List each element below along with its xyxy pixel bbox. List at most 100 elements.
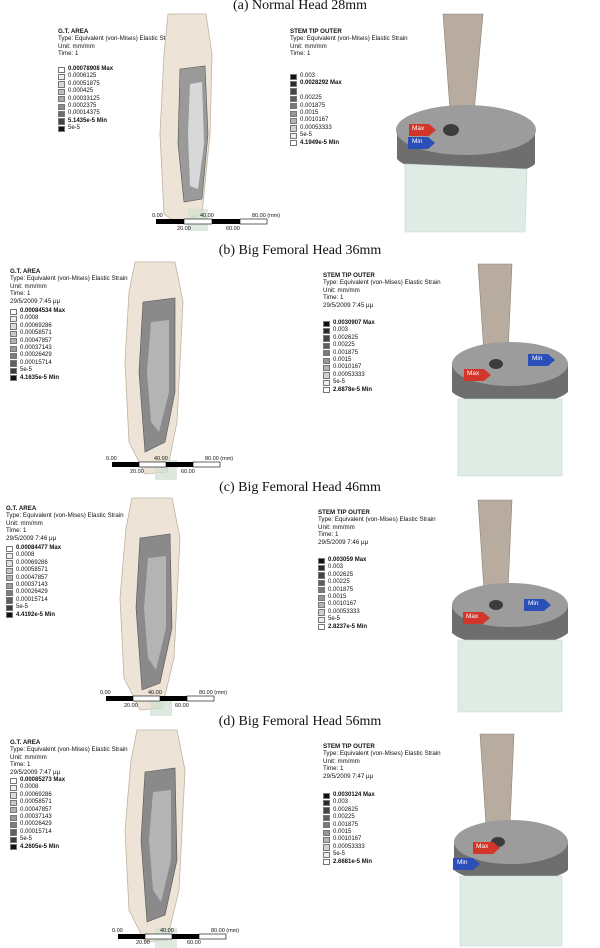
legend-row: 0.00015714 xyxy=(10,829,65,836)
legend-row: 0.00053333 xyxy=(323,372,375,379)
legend-swatch xyxy=(290,95,297,102)
legend-row: 0.0008 xyxy=(10,315,65,323)
gt-area-type: Type: Equivalent (von-Mises) Elastic Str… xyxy=(10,746,128,754)
legend-swatch xyxy=(323,372,330,379)
legend-value: 0.00037143 xyxy=(20,344,52,351)
legend-value: 0.000425 xyxy=(68,88,94,95)
gt-area-time: Time: 1 xyxy=(10,761,31,769)
legend-value: 0.001875 xyxy=(333,821,359,828)
legend-swatch xyxy=(290,132,297,139)
legend-value: 5.1435e-5 Min xyxy=(68,117,108,124)
stem-tip-time: Time: 1 xyxy=(318,531,339,539)
legend-swatch xyxy=(318,564,325,572)
legend-swatch xyxy=(323,792,330,799)
legend-value: 0.002625 xyxy=(333,334,359,341)
legend-value: 0.001875 xyxy=(333,349,359,356)
legend-row: 0.00047857 xyxy=(10,807,65,814)
panel-c-gt-header: G.T. AREA Type: Equivalent (von-Mises) E… xyxy=(6,505,124,542)
legend-swatch xyxy=(10,338,17,345)
stem-hole xyxy=(489,359,503,369)
legend-row: 0.000425 xyxy=(58,88,113,95)
gt-area-date: 29/5/2009 7:47 μμ xyxy=(10,768,61,776)
legend-row: 0.0010167 xyxy=(318,601,367,609)
legend-swatch xyxy=(6,552,13,560)
legend-value: 0.00053333 xyxy=(333,843,365,850)
legend-swatch xyxy=(10,836,17,843)
legend-value: 0.003 xyxy=(328,564,344,571)
legend-value: 0.002625 xyxy=(328,571,354,578)
legend-swatch xyxy=(10,814,17,821)
stem-shaft xyxy=(477,263,513,355)
legend-row: 0.00225 xyxy=(323,814,375,821)
stem-tip-name: STEM TIP OUTER xyxy=(323,743,375,750)
gt-strain-inner xyxy=(149,790,171,902)
legend-swatch xyxy=(323,387,330,394)
legend-row: 5e-5 xyxy=(318,616,367,623)
scale-label-60: 60.00 xyxy=(187,940,201,946)
scale-bar-graphic xyxy=(156,218,268,225)
stem-tip-name: STEM TIP OUTER xyxy=(318,509,370,516)
legend-swatch xyxy=(58,66,65,73)
legend-swatch xyxy=(323,807,330,814)
scale-label-80: 80.00 (mm) xyxy=(252,213,281,219)
legend-swatch xyxy=(290,80,297,88)
legend-value: 0.003059 Max xyxy=(328,557,367,563)
panel-d-title: (d) Big Femoral Head 56mm xyxy=(218,714,382,729)
legend-swatch xyxy=(318,624,325,631)
legend-row: 0.0008 xyxy=(6,552,61,560)
legend-row: 0.00069286 xyxy=(10,792,65,799)
legend-swatch xyxy=(290,103,297,110)
legend-row: 0.00037143 xyxy=(10,345,65,352)
legend-row: 2.6681e-5 Min xyxy=(323,859,375,866)
panel-c-title: (c) Big Femoral Head 46mm xyxy=(219,480,381,495)
legend-value: 0.00225 xyxy=(328,579,350,586)
panel-d-stem-header: STEM TIP OUTER Type: Equivalent (von-Mis… xyxy=(323,743,441,780)
legend-swatch xyxy=(10,807,17,814)
min-label: Min xyxy=(412,138,423,145)
legend-value: 0.00037143 xyxy=(20,813,52,820)
legend-row: 0.00026429 xyxy=(10,352,65,360)
legend-swatch xyxy=(318,557,325,564)
legend-swatch xyxy=(323,822,330,829)
legend-row: 0.0010167 xyxy=(290,117,342,125)
legend-value: 4.1949e-5 Min xyxy=(300,139,340,146)
gt-area-name: G.T. AREA xyxy=(6,505,37,512)
legend-swatch xyxy=(10,352,17,360)
legend-value: 0.00058571 xyxy=(20,799,52,806)
legend-row: 0.00058571 xyxy=(10,330,65,337)
gt-area-unit: Unit: mm/mm xyxy=(10,753,47,761)
legend-value: 5e-5 xyxy=(68,125,81,132)
legend-row: 0.00026429 xyxy=(10,821,65,829)
legend-row: 0.00069286 xyxy=(10,323,65,330)
legend-value: 0.00225 xyxy=(300,95,322,102)
stem-hole xyxy=(489,600,503,610)
stem-tip-type: Type: Equivalent (von-Mises) Elastic Str… xyxy=(323,750,441,758)
legend-swatch xyxy=(323,350,330,357)
legend-swatch xyxy=(10,844,17,851)
legend-value: 0.00015714 xyxy=(20,828,52,835)
legend-swatch xyxy=(318,609,325,616)
legend-row: 2.8237e-5 Min xyxy=(318,624,367,631)
scale-label-60: 60.00 xyxy=(175,703,189,709)
distal-bone xyxy=(459,875,563,947)
scale-label-40: 40.00 xyxy=(148,690,162,696)
legend-row: 0.00014375 xyxy=(58,110,113,118)
legend-value: 0.00069286 xyxy=(20,322,52,329)
legend-swatch xyxy=(6,604,13,611)
scale-label-40: 40.00 xyxy=(154,456,168,462)
legend-row: 0.0008 xyxy=(10,784,65,792)
scale-label-80: 80.00 (mm) xyxy=(211,928,240,934)
gt-area-date: 29/5/2009 7:45 μμ xyxy=(10,297,61,305)
legend-swatch xyxy=(58,118,65,125)
distal-bone xyxy=(457,398,563,477)
stem-tip-time: Time: 1 xyxy=(290,50,311,58)
legend-swatch xyxy=(10,315,17,323)
stem-tip-type: Type: Equivalent (von-Mises) Elastic Str… xyxy=(323,279,441,287)
legend-row: 0.00069286 xyxy=(6,560,61,567)
gt-strain-inner xyxy=(144,556,166,670)
max-arrow-icon xyxy=(473,842,500,854)
panel-d-stem-model xyxy=(454,733,568,947)
legend-swatch xyxy=(10,330,17,337)
